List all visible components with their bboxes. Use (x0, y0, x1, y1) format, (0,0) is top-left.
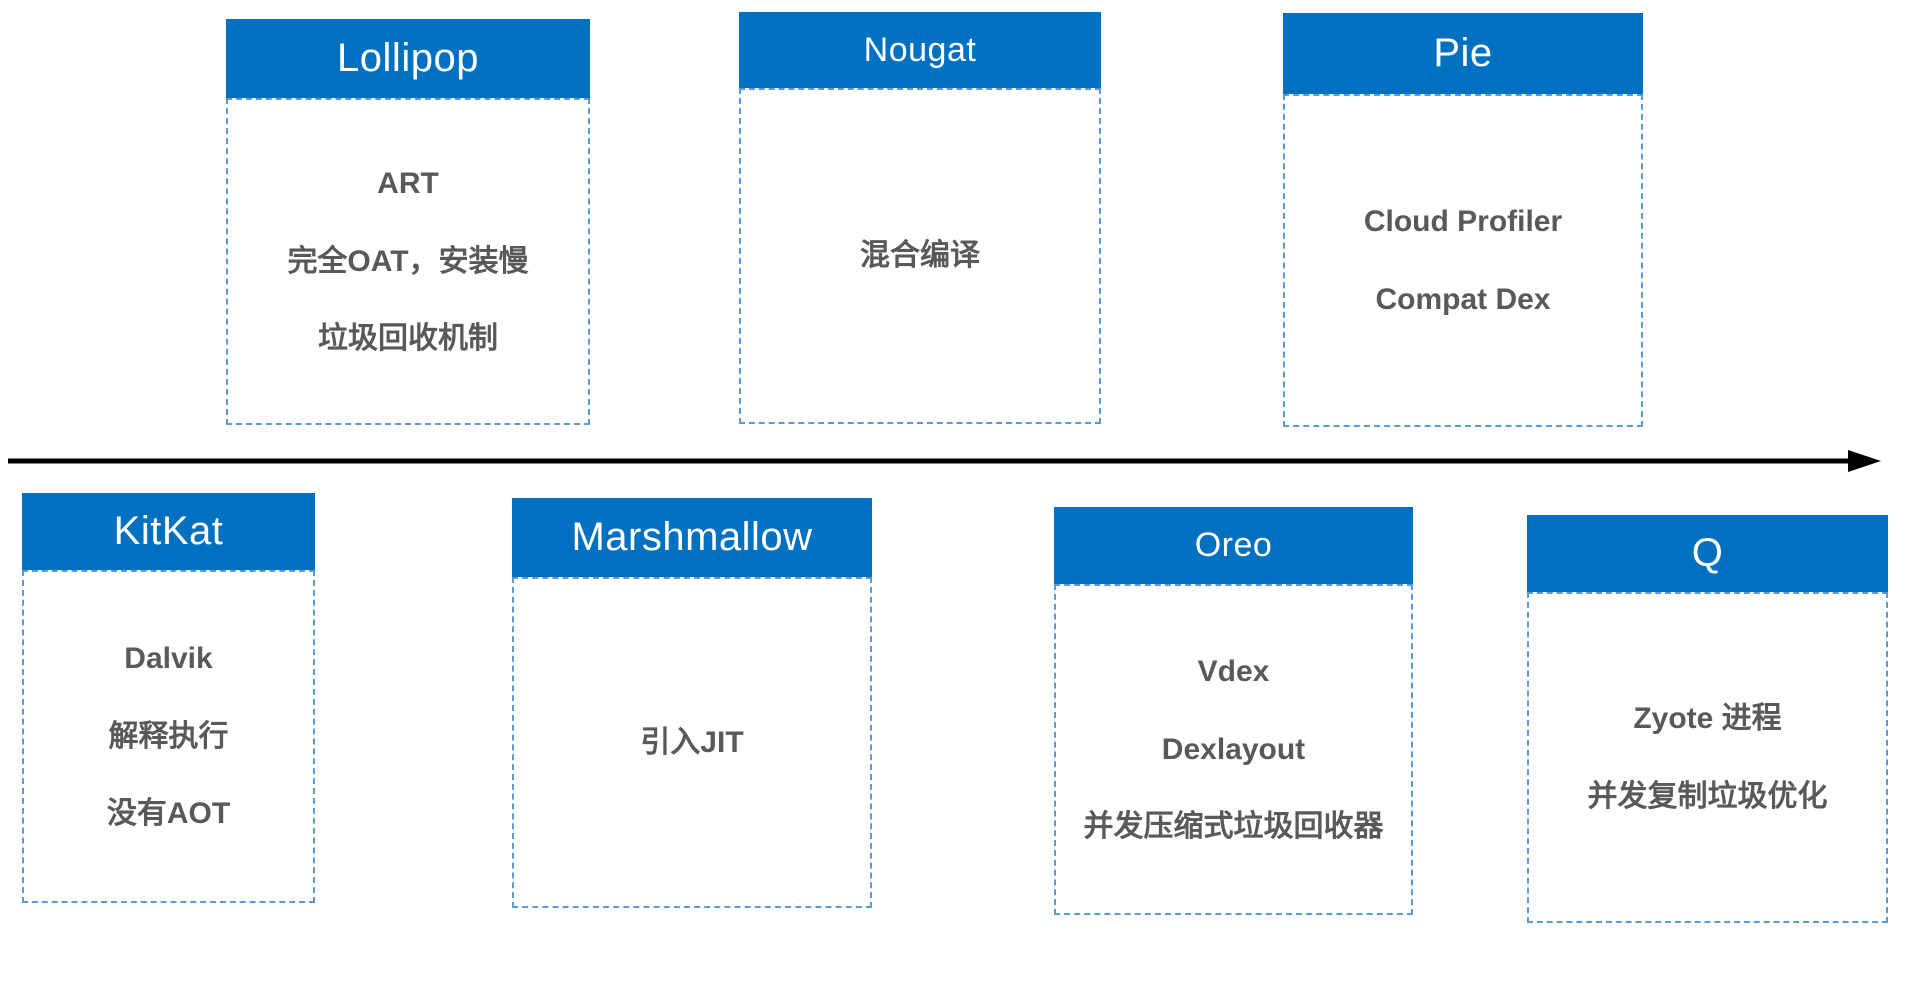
card-text-line: 没有AOT (106, 797, 231, 831)
card-nougat-header: Nougat (739, 12, 1101, 88)
card-kitkat: KitKat Dalvik 解释执行 没有AOT (22, 493, 315, 903)
card-nougat-body: 混合编译 (739, 88, 1101, 424)
card-marshmallow: Marshmallow 引入JIT (512, 498, 872, 908)
card-marshmallow-header: Marshmallow (512, 498, 872, 577)
card-oreo-body: Vdex Dexlayout 并发压缩式垃圾回收器 (1054, 584, 1413, 915)
timeline-arrow-icon (8, 450, 1881, 472)
card-pie-body: Cloud Profiler Compat Dex (1283, 94, 1643, 427)
card-kitkat-header: KitKat (22, 493, 315, 570)
card-text-line: ART (377, 167, 439, 201)
card-pie: Pie Cloud Profiler Compat Dex (1283, 13, 1643, 427)
card-text-line: 解释执行 (108, 719, 229, 753)
card-q: Q Zyote 进程 并发复制垃圾优化 (1527, 515, 1888, 923)
card-lollipop-body: ART 完全OAT，安装慢 垃圾回收机制 (226, 98, 590, 425)
card-text-line: 并发压缩式垃圾回收器 (1083, 810, 1384, 844)
card-oreo-header: Oreo (1054, 507, 1413, 584)
card-text-line: Cloud Profiler (1363, 205, 1563, 238)
card-marshmallow-body: 引入JIT (512, 577, 872, 908)
card-text-line: 并发复制垃圾优化 (1587, 779, 1828, 813)
card-text-line: 引入JIT (640, 725, 744, 759)
card-text-line: Dalvik (124, 642, 213, 676)
card-lollipop: Lollipop ART 完全OAT，安装慢 垃圾回收机制 (226, 19, 590, 425)
card-text-line: Zyote 进程 (1633, 702, 1782, 735)
card-text-line: Dexlayout (1161, 732, 1306, 766)
card-pie-header: Pie (1283, 13, 1643, 94)
card-text-line: 垃圾回收机制 (318, 322, 498, 356)
card-q-body: Zyote 进程 并发复制垃圾优化 (1527, 592, 1888, 923)
card-text-line: Compat Dex (1375, 282, 1551, 316)
card-nougat: Nougat 混合编译 (739, 12, 1101, 424)
card-q-header: Q (1527, 515, 1888, 592)
card-text-line: 混合编译 (860, 239, 980, 273)
card-text-line: 完全OAT，安装慢 (287, 244, 529, 278)
card-text-line: Vdex (1197, 655, 1270, 689)
card-kitkat-body: Dalvik 解释执行 没有AOT (22, 570, 315, 903)
card-lollipop-header: Lollipop (226, 19, 590, 98)
card-oreo: Oreo Vdex Dexlayout 并发压缩式垃圾回收器 (1054, 507, 1413, 915)
